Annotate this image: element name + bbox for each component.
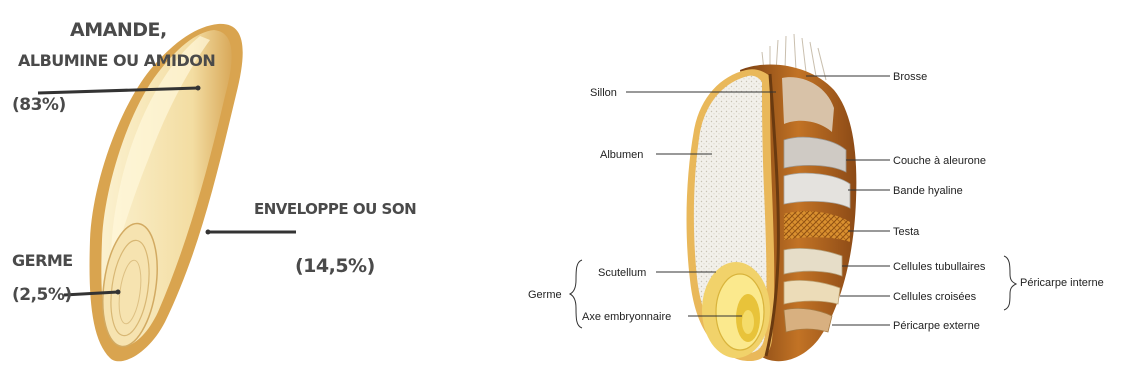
left-grain-illustration xyxy=(90,24,243,361)
label-pericarpe-externe: Péricarpe externe xyxy=(893,320,980,332)
enveloppe-label: ENVELOPPE OU SON xyxy=(254,200,416,218)
label-germe: Germe xyxy=(528,289,562,301)
label-bande-hyaline: Bande hyaline xyxy=(893,185,963,197)
right-grain-illustration xyxy=(687,34,857,361)
amande-percent: (83%) xyxy=(12,95,66,115)
label-aleurone: Couche à aleurone xyxy=(893,155,986,167)
label-testa: Testa xyxy=(893,226,920,238)
enveloppe-percent: (14,5%) xyxy=(295,255,375,277)
germe-brace xyxy=(570,260,582,328)
germe-label: GERME xyxy=(12,251,73,270)
amande-title: AMANDE, xyxy=(70,19,167,41)
pericarpe-interne-brace xyxy=(1004,256,1016,310)
label-cellules-tubullaires: Cellules tubullaires xyxy=(893,261,986,273)
embryo xyxy=(702,262,770,358)
label-axe-embryonnaire: Axe embryonnaire xyxy=(582,311,671,323)
amande-subtitle: ALBUMINE OU AMIDON xyxy=(18,51,215,70)
label-sillon: Sillon xyxy=(590,87,617,99)
label-brosse: Brosse xyxy=(893,71,927,83)
label-pericarpe-interne: Péricarpe interne xyxy=(1020,277,1104,289)
germe-percent: (2,5%) xyxy=(12,285,72,305)
label-scutellum: Scutellum xyxy=(598,267,646,279)
label-cellules-croisees: Cellules croisées xyxy=(893,291,977,303)
label-albumen: Albumen xyxy=(600,149,643,161)
